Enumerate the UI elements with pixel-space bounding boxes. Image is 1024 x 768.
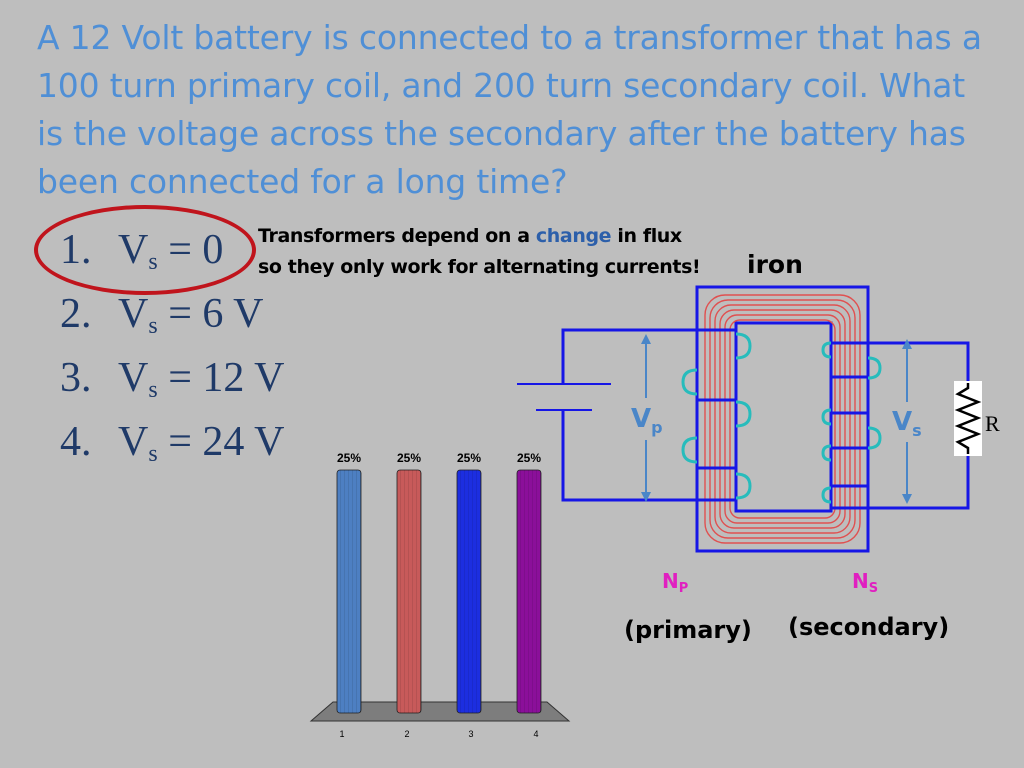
primary-coil (681, 332, 752, 500)
chart-bar-texture (397, 470, 421, 713)
answer-number: 3. (60, 355, 92, 401)
secondary-label: (secondary) (788, 613, 949, 641)
answer-option-3[interactable]: 3. Vs = 12 V (60, 350, 284, 414)
iron-label: iron (747, 250, 803, 279)
answer-subscript: s (148, 249, 158, 275)
chart-data-label: 25% (337, 451, 361, 465)
chart-bar-texture (337, 470, 361, 713)
primary-circuit (561, 328, 736, 502)
vs-label: Vs (892, 407, 922, 440)
answer-label: V (118, 291, 149, 337)
ns-label: NS (852, 569, 878, 596)
flux-lines (704, 294, 861, 544)
primary-label: (primary) (624, 616, 752, 644)
note-highlight: change (535, 225, 612, 247)
answer-number: 2. (60, 291, 92, 337)
chart-bar-texture (457, 470, 481, 713)
chart-tick-label: 2 (404, 729, 409, 739)
answer-list: 1. Vs = 0 2. Vs = 6 V 3. Vs = 12 V 4. Vs = 2… (60, 222, 284, 478)
iron-core-inner (734, 321, 833, 513)
secondary-coil (821, 341, 882, 504)
vp-label: Vp (631, 404, 663, 437)
answer-subscript: s (148, 377, 158, 403)
chart-bar-texture (517, 470, 541, 713)
answer-subscript: s (148, 313, 158, 339)
answer-value: = 6 V (157, 291, 264, 337)
answer-highlight-circle (34, 205, 256, 295)
note-line-2: so they only work for alternating curren… (258, 256, 701, 278)
chart-tick-label: 3 (468, 729, 473, 739)
answer-option-1[interactable]: 1. Vs = 0 (60, 222, 284, 286)
answer-subscript: s (148, 441, 158, 467)
chart-tick-label: 1 (339, 729, 344, 739)
chart-data-label: 25% (457, 451, 481, 465)
answer-number: 1. (60, 227, 92, 273)
resistor-label: R (985, 411, 1000, 436)
chart-tick-label: 4 (533, 729, 538, 739)
battery-symbol (517, 383, 611, 411)
answer-label: V (118, 355, 149, 401)
resistor-icon (954, 383, 982, 454)
answer-option-2[interactable]: 2. Vs = 6 V (60, 286, 284, 350)
note-line-1: Transformers depend on a change in flux (258, 225, 682, 247)
answer-value: = 0 (157, 227, 224, 273)
explanation-note: Transformers depend on a change in flux … (258, 221, 701, 283)
answer-value: = 12 V (157, 355, 285, 401)
answer-number: 4. (60, 419, 92, 465)
chart-data-label: 25% (397, 451, 421, 465)
vs-label-bg (890, 402, 928, 442)
answer-value: = 24 V (157, 419, 285, 465)
iron-core-outer (695, 285, 870, 553)
chart-data-label: 25% (517, 451, 541, 465)
answer-label: V (118, 419, 149, 465)
np-label: NP (662, 569, 688, 596)
secondary-circuit (831, 341, 970, 510)
answer-label: V (118, 227, 149, 273)
answer-option-4[interactable]: 4. Vs = 24 V (60, 414, 284, 478)
question-text: A 12 Volt battery is connected to a tran… (37, 18, 982, 201)
vp-label-bg (628, 398, 668, 440)
